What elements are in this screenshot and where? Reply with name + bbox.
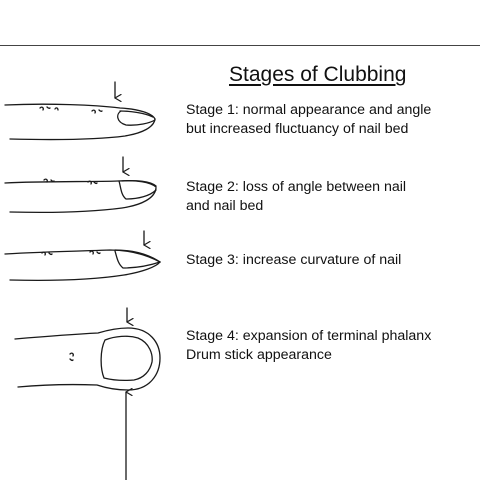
stage-1-description: Stage 1: normal appearance and angle but…: [186, 101, 431, 139]
stage-4-line-2: Drum stick appearance: [186, 347, 332, 363]
stage-1-finger-drawing: [4, 81, 156, 141]
stage-1-line-2: but increased fluctuancy of nail bed: [186, 121, 409, 137]
stage-4-finger-drawing: [14, 307, 161, 480]
stage-3-finger-drawing: [4, 230, 161, 281]
stage-3-line-1: Stage 3: increase curvature of nail: [186, 252, 402, 268]
top-divider-line: [0, 45, 480, 46]
stage-2-line-2: and nail bed: [186, 198, 264, 214]
stage-4-description: Stage 4: expansion of terminal phalanx D…: [186, 327, 431, 365]
stage-4-line-1: Stage 4: expansion of terminal phalanx: [186, 328, 432, 344]
stage-2-description: Stage 2: loss of angle between nail and …: [186, 178, 406, 216]
page-title: Stages of Clubbing: [229, 63, 407, 86]
stage-2-line-1: Stage 2: loss of angle between nail: [186, 179, 407, 195]
stage-2-finger-drawing: [4, 156, 157, 214]
stage-1-line-1: Stage 1: normal appearance and angle: [186, 102, 432, 118]
stage-3-description: Stage 3: increase curvature of nail: [186, 251, 401, 270]
